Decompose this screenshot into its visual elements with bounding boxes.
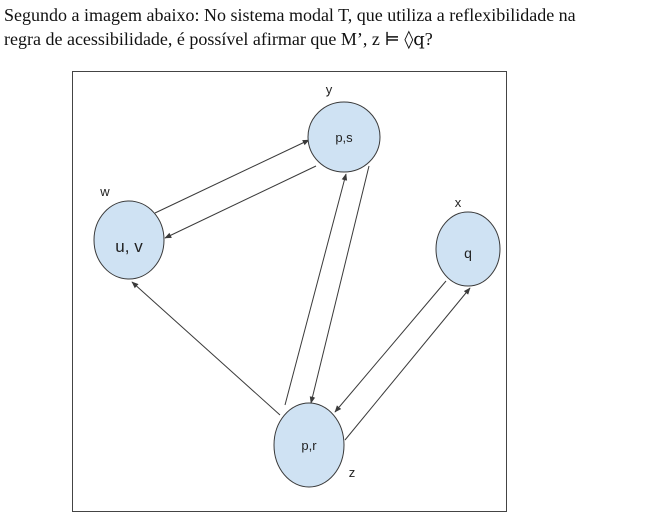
node-z: p,r z bbox=[273, 402, 356, 488]
node-w-world-label: w bbox=[99, 184, 110, 199]
node-y-world-label: y bbox=[326, 82, 333, 97]
edge-y-to-w bbox=[164, 165, 317, 239]
node-y-content: p,s bbox=[335, 130, 353, 145]
node-x-circle bbox=[435, 211, 501, 287]
node-w: u, v w bbox=[93, 184, 165, 280]
edge-z-to-y bbox=[284, 173, 348, 406]
question-text: Segundo a imagem abaixo: No sistema moda… bbox=[4, 3, 649, 52]
edge-w-to-y bbox=[154, 139, 310, 214]
models-symbol: ⊨ bbox=[384, 29, 400, 50]
edge-z-to-w bbox=[131, 281, 281, 416]
edge-x-to-z bbox=[334, 280, 447, 413]
node-z-content: p,r bbox=[301, 438, 317, 453]
node-x-world-label: x bbox=[455, 195, 462, 210]
node-z-world-label: z bbox=[349, 465, 356, 480]
node-y-circle bbox=[307, 101, 381, 173]
edges bbox=[131, 139, 471, 441]
edge-y-to-z bbox=[309, 165, 370, 404]
node-w-content: u, v bbox=[115, 237, 143, 256]
node-x: q x bbox=[435, 195, 501, 287]
edge-z-to-x bbox=[344, 287, 471, 441]
node-w-circle bbox=[93, 200, 165, 280]
question-line-2: regra de acessibilidade, é possível afir… bbox=[4, 27, 649, 52]
node-y: p,s y bbox=[307, 82, 381, 173]
diamond-symbol: ◊ bbox=[404, 29, 414, 50]
formula-variable: q bbox=[413, 29, 425, 50]
node-z-circle bbox=[273, 402, 345, 488]
question-mark: ? bbox=[424, 29, 433, 49]
node-x-content: q bbox=[464, 245, 472, 261]
question-line-2-text: regra de acessibilidade, é possível afir… bbox=[4, 29, 385, 49]
question-line-1: Segundo a imagem abaixo: No sistema moda… bbox=[4, 5, 576, 25]
